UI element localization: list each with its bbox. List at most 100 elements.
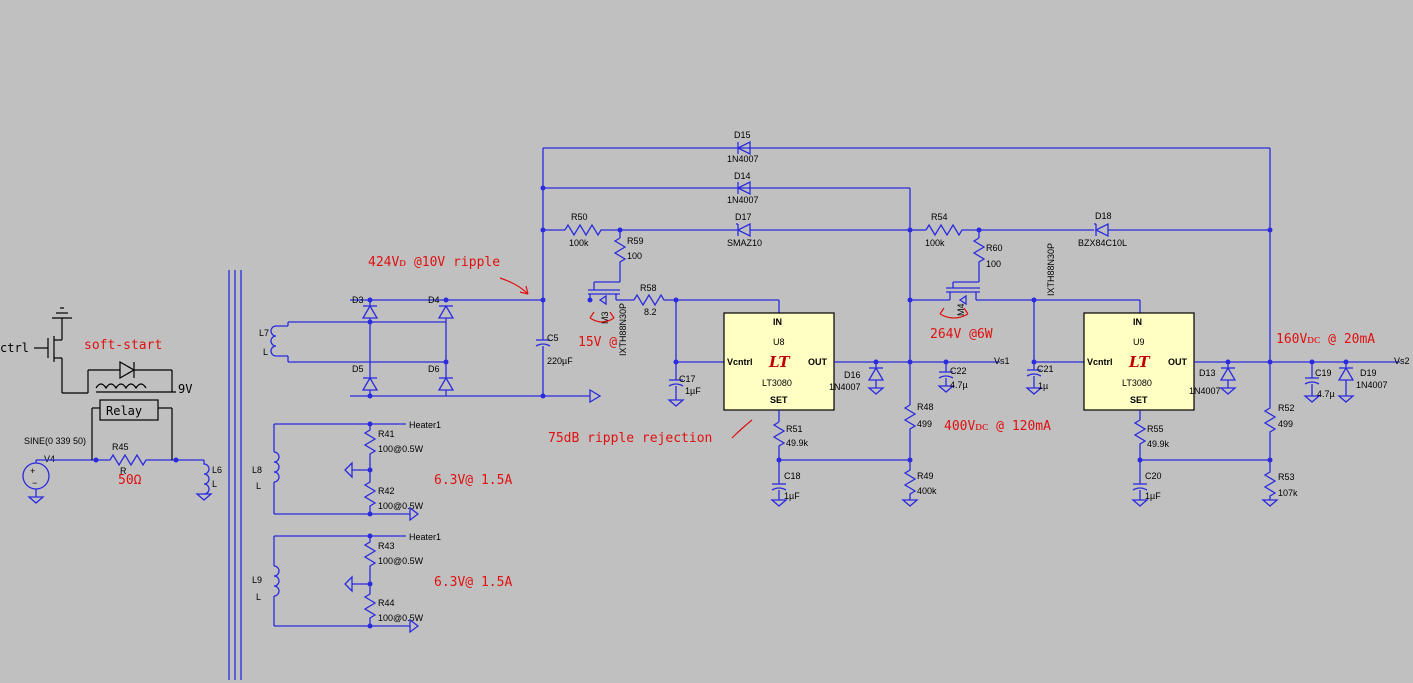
r58-value: 8.2: [644, 307, 657, 317]
c19-name: C19: [1315, 368, 1332, 378]
d19-name: D19: [1360, 368, 1377, 378]
u9-pin-vctrl: Vcntrl: [1087, 357, 1113, 367]
d13-name: D13: [1199, 368, 1216, 378]
r52-name: R52: [1278, 403, 1295, 413]
lt-logo-2: LT: [1128, 353, 1151, 371]
annotation-264v: 264V @6W: [930, 327, 993, 342]
r59-name: R59: [627, 236, 644, 246]
r42-value: 100@0.5W: [378, 501, 424, 511]
d16-value: 1N4007: [829, 382, 861, 392]
d17-value: SMAZ10: [727, 238, 762, 248]
annotation-160v: 160Vᴅᴄ @ 20mA: [1276, 332, 1375, 347]
annotation-6v3-a: 6.3V@ 1.5A: [434, 473, 512, 488]
annotation-15v: 15V @: [578, 335, 617, 350]
u8-pin-in: IN: [773, 317, 782, 327]
r49-value: 400k: [917, 486, 937, 496]
nine-v-label: 9V: [178, 382, 192, 396]
r59-value: 100: [627, 251, 642, 261]
r43-value: 100@0.5W: [378, 556, 424, 566]
transformer-core: [228, 270, 242, 680]
r54-name: R54: [931, 212, 948, 222]
d15-name: D15: [734, 130, 751, 140]
c20-name: C20: [1145, 471, 1162, 481]
r45-name: R45: [112, 442, 129, 452]
r52-value: 499: [1278, 419, 1293, 429]
r51-name: R51: [786, 424, 803, 434]
source-name: V4: [44, 454, 55, 464]
r50-value: 100k: [569, 238, 589, 248]
u9-part: LT3080: [1122, 378, 1152, 388]
soft-start-annotation: soft-start: [84, 338, 162, 353]
d16-name: D16: [844, 370, 861, 380]
c22-value: 4.7µ: [950, 380, 968, 390]
c18-value: 1µF: [784, 491, 800, 501]
r53-value: 107k: [1278, 488, 1298, 498]
annotation-424v: 424Vᴅ @10V ripple: [368, 255, 500, 270]
r53-name: R53: [1278, 472, 1295, 482]
u9-pin-set: SET: [1130, 395, 1148, 405]
stage2: R54 100k D18 BZX84C10L R60 100 M4 IXTH88…: [907, 211, 1410, 507]
r44-name: R44: [378, 598, 395, 608]
l6-name: L6: [212, 465, 222, 475]
d17-name: D17: [735, 212, 752, 222]
lt-logo: LT: [768, 353, 791, 371]
ctrl-label: ctrl: [0, 341, 29, 355]
d6-name: D6: [428, 364, 440, 374]
r48-value: 499: [917, 419, 932, 429]
l6-value: L: [212, 479, 217, 489]
c17-value: 1µF: [685, 386, 701, 396]
l7-name: L7: [259, 328, 269, 338]
r45-value: R: [120, 466, 127, 476]
annotation-400v: 400Vᴅᴄ @ 120mA: [944, 419, 1051, 434]
d19-value: 1N4007: [1356, 380, 1388, 390]
d14-name: D14: [734, 171, 751, 181]
d18-name: D18: [1095, 211, 1112, 221]
r60-value: 100: [986, 259, 1001, 269]
d18-value: BZX84C10L: [1078, 238, 1127, 248]
u8-part: LT3080: [762, 378, 792, 388]
r41-name: R41: [378, 429, 395, 439]
c20-value: 1µF: [1145, 491, 1161, 501]
d13-value: 1N4007: [1189, 386, 1221, 396]
r41-value: 100@0.5W: [378, 444, 424, 454]
r60-name: R60: [986, 243, 1003, 253]
relay-label: Relay: [106, 404, 142, 418]
annotation-75db: 75dB ripple rejection: [548, 431, 712, 446]
l9-value: L: [256, 592, 261, 602]
vs2-label: Vs2: [1394, 356, 1410, 366]
u8-name: U8: [773, 337, 785, 347]
m3-value: IXTH88N30P: [618, 303, 628, 356]
l9-name: L9: [252, 575, 262, 585]
c21-name: C21: [1037, 364, 1054, 374]
heater-windings: L8 L Heater1 R41 100@0.5W R42 100@0.5W L…: [252, 420, 441, 634]
r51-value: 49.9k: [786, 438, 809, 448]
u9-pin-in: IN: [1133, 317, 1142, 327]
r54-value: 100k: [925, 238, 945, 248]
u8-pin-set: SET: [770, 395, 788, 405]
m4-name: M4: [956, 303, 966, 316]
r49-name: R49: [917, 471, 934, 481]
c17-name: C17: [679, 374, 696, 384]
r50-name: R50: [571, 212, 588, 222]
r44-value: 100@0.5W: [378, 613, 424, 623]
r48-name: R48: [917, 402, 934, 412]
c19-value: 4.7µ: [1317, 389, 1335, 399]
ohms-annotation: 50Ω: [118, 473, 142, 488]
l7-value: L: [263, 347, 268, 357]
r58-name: R58: [640, 283, 657, 293]
r43-name: R43: [378, 541, 395, 551]
d5-name: D5: [352, 364, 364, 374]
heater1-label-a: Heater1: [409, 420, 441, 430]
c22-name: C22: [950, 366, 967, 376]
c18-name: C18: [784, 471, 801, 481]
m3-name: M3: [600, 311, 610, 324]
u8-chip: [723, 312, 835, 411]
stage1: R50 100k D17 SMAZ10 R59 100 M3 IXTH88N30…: [543, 212, 1010, 507]
u9-name: U9: [1133, 337, 1145, 347]
c5-value: 220µF: [547, 356, 573, 366]
r42-name: R42: [378, 486, 395, 496]
d3-name: D3: [352, 295, 364, 305]
heater1-label-b: Heater1: [409, 532, 441, 542]
bridge-rectifier: L7 L D3 D5 D4 D6: [259, 295, 602, 404]
